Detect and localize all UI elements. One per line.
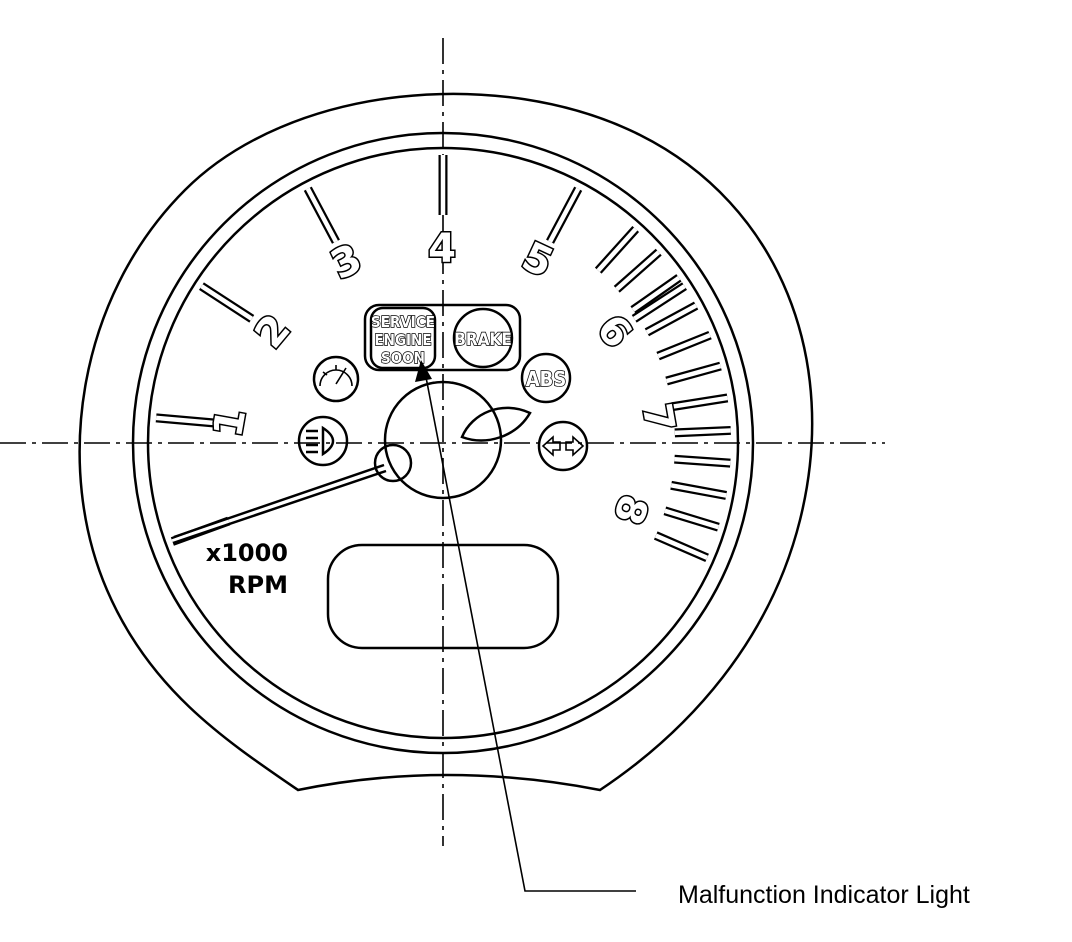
numeral-5: 5	[515, 233, 560, 286]
tachometer-needle-icon	[172, 443, 413, 545]
tick-mark-18	[654, 533, 709, 560]
lamp-line-engine: ENGINE	[374, 331, 431, 349]
tick-mark-17	[664, 508, 720, 530]
tick-mark-0	[171, 518, 230, 544]
tick-mark-7	[596, 227, 638, 273]
tick-mark-10	[645, 303, 698, 335]
odometer-display	[326, 543, 560, 650]
needle-hub	[383, 380, 532, 500]
numeral-3: 3	[324, 235, 369, 288]
tick-mark-16	[670, 483, 727, 498]
tick-mark-15	[674, 456, 731, 466]
tick-mark-8	[615, 250, 661, 291]
lamp-panel-frame	[363, 303, 522, 372]
tick-mark-14	[674, 428, 731, 436]
tick-mark-2	[200, 284, 254, 321]
tick-mark-6	[632, 284, 686, 321]
brake-label: BRAKE	[454, 330, 512, 350]
lamp-line-service: SERVICE	[371, 313, 435, 331]
speedometer-icon	[312, 355, 360, 403]
numeral-4: 4	[428, 226, 456, 272]
brake-lamp: BRAKE	[452, 307, 514, 369]
turn-signal-arrows-icon	[537, 420, 589, 472]
abs-label: ABS	[526, 367, 567, 391]
dial-bezel-inner	[146, 146, 740, 740]
tick-mark-5	[548, 187, 581, 243]
numeral-6: 6	[587, 306, 640, 357]
tick-mark-3	[305, 187, 338, 243]
tick-mark-11	[657, 333, 711, 359]
callout-label: Malfunction Indicator Light	[678, 881, 970, 909]
tach-numerals: 1 2 3 4 5 6 7 8	[204, 225, 685, 532]
headlamp-icon	[297, 415, 349, 467]
leaf-icon	[460, 406, 532, 442]
tick-mark-1	[155, 415, 217, 426]
tick-mark-9	[631, 275, 681, 312]
rpm-multiplier: x1000	[206, 539, 288, 567]
tick-mark-12	[665, 363, 722, 384]
lamp-line-soon: SOON	[381, 349, 425, 367]
rpm-unit-label: x1000 RPM	[206, 539, 288, 599]
callout-leader	[415, 360, 636, 892]
numeral-8: 8	[604, 488, 657, 530]
dial-bezel-outer	[131, 131, 755, 755]
tick-marks	[155, 155, 731, 562]
numeral-2: 2	[246, 306, 299, 357]
abs-lamp: ABS	[520, 352, 572, 404]
service-engine-soon-lamp: SERVICE ENGINE SOON	[369, 306, 437, 370]
gauge-housing	[78, 92, 814, 792]
numeral-1: 1	[205, 405, 255, 440]
tick-mark-13	[671, 395, 728, 409]
rpm-unit: RPM	[228, 571, 288, 599]
warning-lamp-panel: SERVICE ENGINE SOON BRAKE	[363, 303, 522, 372]
